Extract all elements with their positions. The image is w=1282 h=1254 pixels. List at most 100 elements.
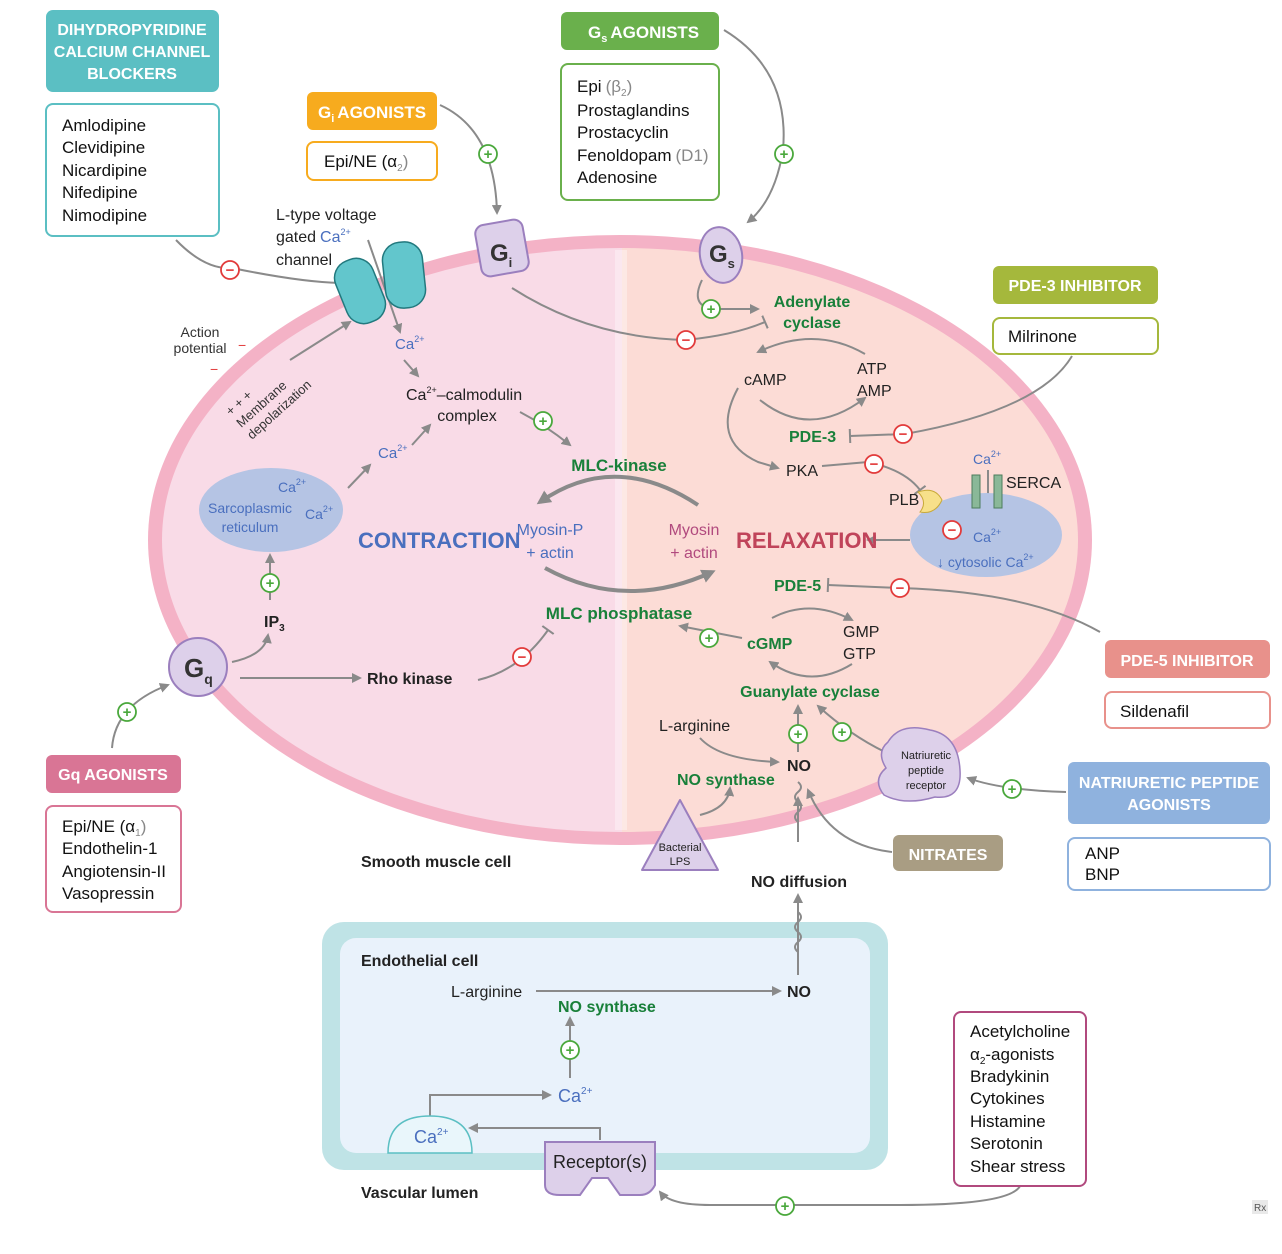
amp-label: AMP — [857, 383, 892, 400]
ip3-label: IP3 — [264, 614, 285, 634]
gq-protein — [168, 637, 228, 697]
serca-label: SERCA — [1006, 475, 1061, 492]
minus-mark: − — [210, 361, 218, 377]
gq-agonist-item: Endothelin-1 — [62, 839, 157, 858]
gq-agonist-item: Epi/NE (α1) — [62, 817, 146, 839]
myosin-label-1: Myosin — [669, 522, 720, 539]
smooth-muscle-cell — [148, 235, 1092, 845]
stimulus-item: Acetylcholine — [970, 1022, 1070, 1041]
serca-pump-icon — [971, 474, 1003, 509]
svg-text:−: − — [226, 262, 235, 279]
plus-icon: + — [1002, 779, 1022, 799]
myosin-p-label-1: Myosin-P — [517, 522, 584, 539]
dhp-header-line-1: DIHYDROPYRIDINE — [57, 22, 207, 39]
minus-icon: − — [893, 424, 913, 444]
pde3-label: PDE-3 — [789, 429, 836, 446]
minus-icon: − — [890, 578, 910, 598]
gs-agonist-item: Fenoldopam(D1) — [577, 146, 709, 165]
adenylate-cyclase-label-2: cyclase — [783, 315, 841, 332]
svg-text:−: − — [682, 332, 691, 349]
pathway-arrows — [111, 29, 1101, 1206]
camp-label: cAMP — [744, 372, 787, 389]
bacterial-lps-triangle — [641, 799, 719, 871]
nitrates-box: NITRATES — [893, 835, 1003, 871]
myosin-p-label-2: + actin — [526, 545, 574, 562]
dhp-item: Clevidipine — [62, 138, 145, 157]
dhp-blockers-box: DIHYDROPYRIDINE CALCIUM CHANNEL BLOCKERS… — [45, 10, 220, 237]
pde5-inhibitor-item: Sildenafil — [1120, 702, 1189, 721]
pde3-inhibitor-box: PDE-3 INHIBITOR Milrinone — [992, 266, 1159, 355]
plb-label: PLB — [889, 492, 919, 509]
svg-text:+: + — [1008, 781, 1017, 798]
gq-agonists-box: Gq AGONISTS Epi/NE (α1) Endothelin-1 Ang… — [45, 755, 182, 913]
endothelial-receptor — [544, 1141, 656, 1196]
svg-text:−: − — [899, 426, 908, 443]
stimulation-badges: ++++++++++++ — [117, 144, 1022, 1216]
rho-kinase-label: Rho kinase — [367, 671, 452, 688]
minus-mark: − — [238, 337, 246, 353]
gs-agonist-item: Prostaglandins — [577, 101, 689, 120]
pde3-inhibitor-item: Milrinone — [1008, 327, 1077, 346]
endo-ca-label: Ca2+ — [558, 1086, 593, 1106]
np-agonist-item: ANP — [1085, 844, 1120, 863]
svg-text:+: + — [123, 704, 132, 721]
vascular-lumen-label: Vascular lumen — [361, 1185, 478, 1202]
lumen-ca-label: Ca2+ — [414, 1127, 449, 1147]
dhp-item: Nifedipine — [62, 183, 138, 202]
endo-l-arginine-label: L-arginine — [451, 984, 522, 1001]
svg-text:−: − — [518, 649, 527, 666]
no-diffusion-waves — [794, 781, 802, 953]
np-header-line-1: NATRIURETIC PEPTIDE — [1079, 775, 1259, 792]
channel-label-1: L-type voltage — [276, 207, 377, 224]
npr-label-1: Natriuretic — [901, 750, 952, 762]
receptor-label: Receptor(s) — [553, 1152, 647, 1172]
svg-text:−: − — [870, 456, 879, 473]
gi-agonist-item: Epi/NE (α2) — [324, 152, 408, 174]
dhp-item: Amlodipine — [62, 116, 146, 135]
svg-text:+: + — [794, 726, 803, 743]
stimulus-item: α2-agonists — [970, 1045, 1054, 1067]
atp-label: ATP — [857, 361, 887, 378]
gq-agonists-header: Gq AGONISTS — [58, 767, 168, 784]
natriuretic-peptide-receptor — [877, 727, 961, 802]
guanylate-cyclase-label: Guanylate cyclase — [740, 684, 880, 701]
cycle-arrows — [536, 474, 716, 593]
stimulus-item: Shear stress — [970, 1157, 1065, 1176]
gq-agonist-item: Vasopressin — [62, 884, 154, 903]
plus-icon: + — [560, 1040, 580, 1060]
svg-text:−: − — [948, 522, 957, 539]
gs-agonist-item: Adenosine — [577, 168, 657, 187]
dhp-header-line-3: BLOCKERS — [87, 66, 177, 83]
endothelial-cell-label: Endothelial cell — [361, 953, 478, 970]
ca-label: Ca2+ — [278, 477, 306, 495]
sarcoplasmic-reticulum — [199, 468, 343, 552]
svg-text:+: + — [780, 146, 789, 163]
endothelial-stimuli-box: Acetylcholine α2-agonists Bradykinin Cyt… — [953, 1011, 1087, 1187]
svg-text:+: + — [566, 1042, 575, 1059]
pka-label: PKA — [786, 463, 818, 480]
gs-agonist-item: Epi(β2) — [577, 77, 632, 99]
endothelium-labels: Endothelial cell L-arginine NO synthase … — [361, 953, 811, 1202]
action-potential-label-2: potential — [174, 340, 227, 356]
lps-label-1: Bacterial — [659, 842, 702, 854]
pde5-inhibitor-header: PDE-5 INHIBITOR — [1120, 653, 1254, 670]
stimulus-item: Histamine — [970, 1112, 1046, 1131]
svg-text:Rx: Rx — [1254, 1203, 1266, 1214]
gtp-label: GTP — [843, 646, 876, 663]
gmp-label: GMP — [843, 624, 879, 641]
ca-label: Ca2+ — [973, 449, 1001, 467]
no-label: NO — [787, 758, 811, 775]
plus-icon: + — [478, 144, 498, 164]
svg-text:−: − — [896, 580, 905, 597]
svg-text:+: + — [484, 146, 493, 163]
plus-icon: + — [533, 411, 553, 431]
plus-icon: + — [117, 702, 137, 722]
svg-text:+: + — [705, 630, 714, 647]
no-synthase-label: NO synthase — [677, 772, 775, 789]
plus-icon: + — [701, 299, 721, 319]
